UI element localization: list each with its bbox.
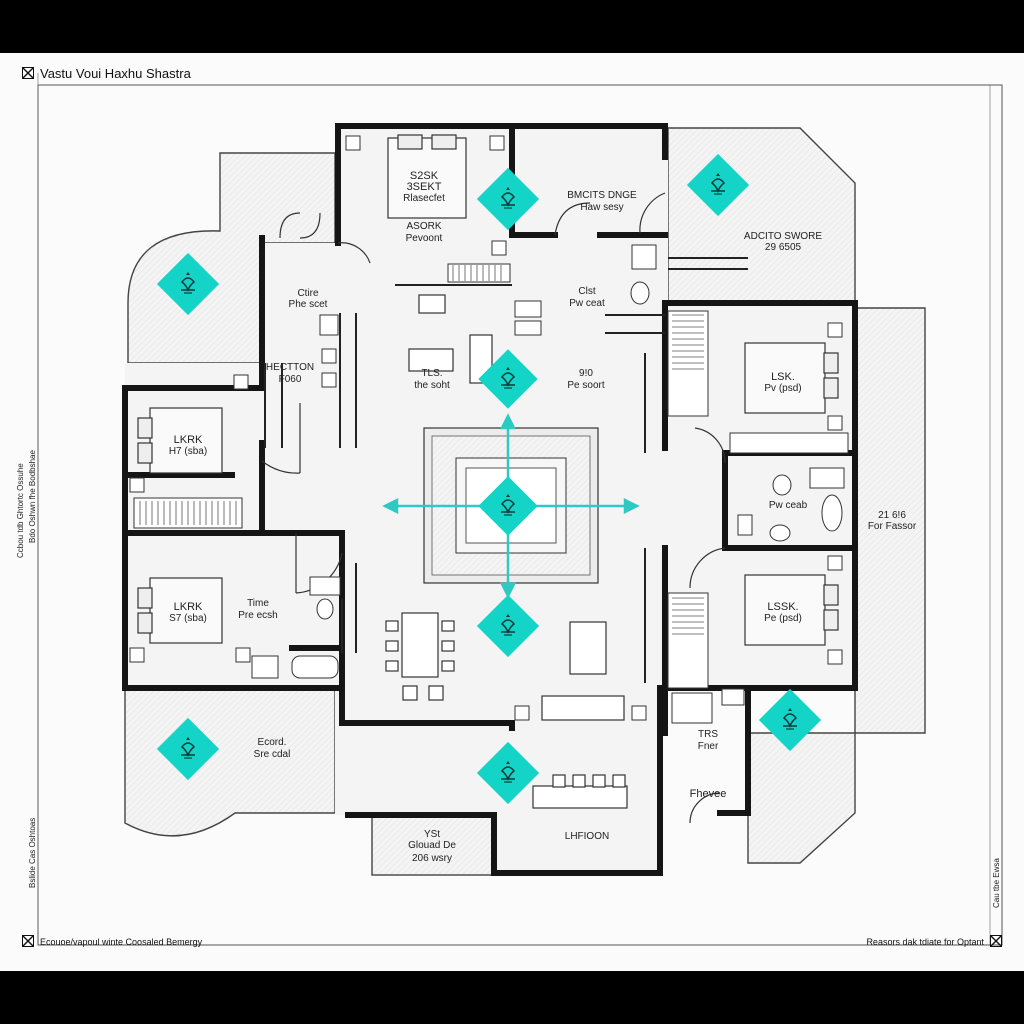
living-label-2: the soht — [414, 380, 450, 391]
footer-right-note: Reasors dak tdiate for Optant — [866, 937, 984, 947]
balcony-label-1: YSt — [424, 829, 440, 840]
bath-sw-label-2: Pre ecsh — [238, 610, 277, 621]
kitchen-label-2: Haw sesy — [580, 202, 623, 213]
vastu-marker-south — [476, 741, 540, 805]
bath-east-label: Pw ceab — [769, 500, 808, 511]
entry-label-2: Fner — [698, 741, 719, 752]
side-note-left-lower: Bslide Cas Oshtoas — [28, 817, 37, 888]
footer-left-note: Ecouoe/vapoul winte Coosaled Bemergy — [40, 937, 203, 947]
master-bed-label-3: Rlasecfet — [403, 193, 445, 204]
utility-label-1: Clst — [578, 286, 595, 297]
vastu-marker-center-south — [476, 594, 540, 658]
floor-plan: S2SK 3SEKT Rlasecfet ASORK Pevoont Ctire… — [37, 73, 1003, 946]
hallway-label-1: HECTTON — [266, 362, 314, 373]
storage-lines — [139, 265, 704, 635]
side-note-left-upper: Ccbou tdb Ghtortc Ossuhe — [16, 463, 25, 558]
partitions — [264, 257, 748, 683]
ecord-label-2: Sre cdal — [254, 749, 291, 760]
master-bed-sub-2: Pevoont — [406, 233, 443, 244]
bed-sw-label-1: LKRK — [174, 601, 203, 613]
pooja-label-2: Pe soort — [567, 380, 604, 391]
bath-sw-label-1: Time — [247, 598, 269, 609]
storage — [133, 263, 849, 689]
vastu-marker-north — [476, 167, 540, 231]
balcony-label-3: 206 wsry — [412, 853, 452, 864]
side-note-right-lower: Cau tbe Ewsa — [992, 858, 1001, 908]
corner-mark-icon — [22, 67, 34, 79]
utility-label-2: Pw ceat — [569, 298, 605, 309]
vastu-marker-ne — [686, 153, 750, 217]
bed-sw-label-2: S7 (sba) — [169, 613, 207, 624]
east-deck-label-1: 21 6!6 — [878, 510, 906, 521]
page-title: Vastu Voui Haxhu Shastra — [40, 66, 191, 81]
terrace-se — [747, 732, 856, 864]
entry-label-1: TRS — [698, 729, 718, 740]
pooja-label-1: 9!0 — [579, 368, 593, 379]
bed-west-label-1: LKRK — [174, 434, 203, 446]
balcony-label-2: Glouad De — [408, 840, 456, 851]
furniture — [385, 294, 628, 809]
east-deck-label-2: For Fassor — [868, 521, 917, 532]
living-label-1: TLS. — [421, 368, 442, 379]
foyer-label: Fhevee — [690, 788, 727, 800]
vastu-marker-sw — [156, 717, 220, 781]
dining-label: LHFIOON — [565, 831, 609, 842]
room-labels: S2SK 3SEKT Rlasecfet ASORK Pevoont Ctire… — [169, 170, 917, 864]
side-note-left-upper-2: Bdo Oshwn fhe Bodbshae — [28, 450, 37, 543]
vastu-marker-se — [758, 688, 822, 752]
bed-se-label-1: LSSK. — [767, 601, 798, 613]
doors — [261, 192, 726, 824]
corner-mark-icon — [990, 935, 1002, 947]
bed-east-label-1: LSK. — [771, 371, 795, 383]
corner-mark-icon — [22, 935, 34, 947]
master-bed-label-1: S2SK — [410, 170, 439, 182]
closet-label-1: Ctire — [297, 288, 319, 299]
bed-east-label-2: Pv (psd) — [764, 383, 801, 394]
vastu-marker-nw — [156, 252, 220, 316]
walls — [122, 123, 858, 876]
bed-se-label-2: Pe (psd) — [764, 613, 802, 624]
ecord-label-1: Ecord. — [258, 737, 287, 748]
hallway-label-2: F060 — [279, 374, 302, 385]
terrace-ne — [667, 127, 856, 304]
pillars — [129, 135, 843, 721]
beds — [137, 134, 839, 646]
kitchen-label-1: BMCITS DNGE — [567, 190, 637, 201]
northeast-label-2: 29 6505 — [765, 242, 802, 253]
bed-west-label-2: H7 (sba) — [169, 446, 207, 457]
master-bed-sub-1: ASORK — [406, 221, 441, 232]
terrace-sw — [124, 687, 336, 837]
northeast-label-1: ADCITO SWORE — [744, 231, 822, 242]
drawing-sheet: S2SK 3SEKT Rlasecfet ASORK Pevoont Ctire… — [0, 53, 1024, 971]
balcony — [371, 814, 495, 876]
closet-label-2: Phe scet — [289, 299, 328, 310]
master-bed-label-2: 3SEKT — [407, 181, 442, 193]
fixtures — [251, 244, 845, 724]
